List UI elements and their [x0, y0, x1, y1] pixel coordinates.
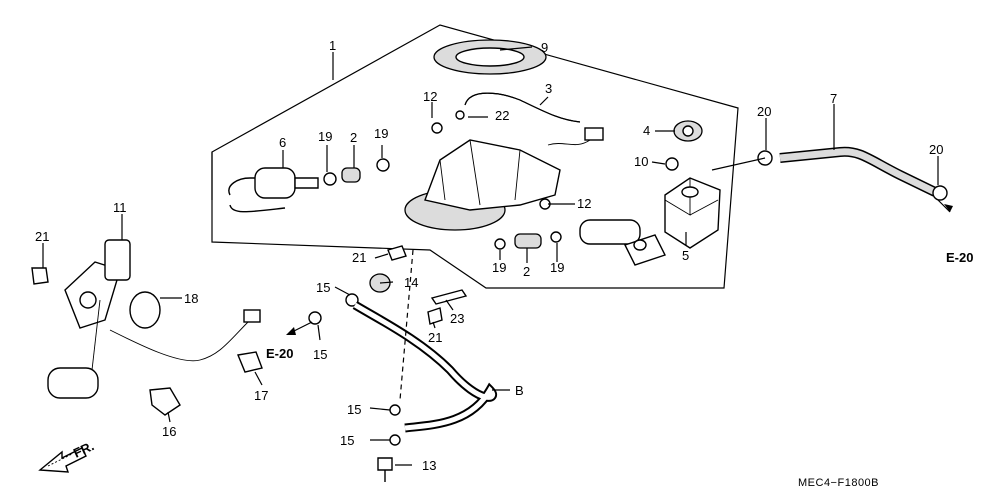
- callout-15: 15: [340, 433, 354, 448]
- callout-12: 12: [577, 196, 591, 211]
- callout-4: 4: [643, 123, 650, 138]
- callout-15: 15: [347, 402, 361, 417]
- joint-hose-part: [494, 231, 562, 250]
- callout-6: 6: [279, 135, 286, 150]
- washer-part: [308, 311, 322, 325]
- washer-part: [345, 293, 359, 307]
- callout-16: 16: [162, 424, 176, 439]
- callout-2: 2: [523, 264, 530, 279]
- callouts: 1 2 2 3 4 5 6 7 9 10 11 12 12 13 14 15 1…: [35, 38, 943, 473]
- callout-18: 18: [184, 291, 198, 306]
- callout-12: 12: [423, 89, 437, 104]
- callout-21: 21: [352, 250, 366, 265]
- callout-14: 14: [404, 275, 418, 290]
- callout-22: 22: [495, 108, 509, 123]
- wire-harness-part: [109, 319, 251, 362]
- bracket-part: [430, 289, 468, 305]
- grommet-part: [237, 351, 263, 373]
- cap-part: [673, 120, 703, 142]
- callout-19: 19: [318, 129, 332, 144]
- clip-part: [427, 307, 443, 325]
- callout-20: 20: [757, 104, 771, 119]
- callout-19: 19: [374, 126, 388, 141]
- washer-part: [389, 434, 401, 446]
- bolt-part: [377, 457, 393, 482]
- svg-text:E-20: E-20: [946, 250, 973, 265]
- callout-11: 11: [113, 200, 127, 215]
- fuel-filter-part: [228, 167, 319, 213]
- o-ring-part: [129, 291, 161, 329]
- callout-15: 15: [313, 347, 327, 362]
- callout-20: 20: [929, 142, 943, 157]
- callout-19: 19: [550, 260, 564, 275]
- fuel-sensor-part: [47, 239, 131, 399]
- callout-19: 19: [492, 260, 506, 275]
- callout-23: 23: [450, 311, 464, 326]
- callout-13: 13: [422, 458, 436, 473]
- diagram-code: MEC4−F1800B: [798, 477, 879, 489]
- clip-part: [455, 110, 465, 120]
- callout-10: 10: [634, 154, 648, 169]
- pump-bracket-part: [664, 177, 721, 249]
- forward-direction-arrow: FR.: [38, 438, 96, 473]
- assembly-outline: [211, 24, 739, 289]
- svg-text:E-20: E-20: [266, 346, 293, 361]
- leader-lines: [42, 46, 939, 466]
- callout-5: 5: [682, 248, 689, 263]
- callout-3: 3: [545, 81, 552, 96]
- callout-15: 15: [316, 280, 330, 295]
- callout-B: B: [515, 383, 524, 398]
- pump-base-part: [404, 127, 604, 231]
- nut-part: [31, 267, 49, 285]
- callout-7: 7: [830, 91, 837, 106]
- reference-e20-right: E-20: [937, 199, 973, 265]
- callout-2: 2: [350, 130, 357, 145]
- clip-part: [387, 245, 407, 261]
- callout-9: 9: [541, 40, 548, 55]
- vent-hose-part: [464, 92, 581, 123]
- fuel-pump-part: [579, 219, 666, 266]
- reference-e20-left: E-20: [266, 321, 313, 361]
- clip-part: [431, 122, 443, 134]
- connector-part: [243, 309, 261, 323]
- callout-1: 1: [329, 38, 336, 53]
- clamp-part: [932, 185, 948, 201]
- gasket-ring-part: [433, 39, 547, 75]
- clamp-part: [665, 157, 679, 171]
- forward-label: FR.: [71, 438, 96, 460]
- callout-21: 21: [428, 330, 442, 345]
- callout-17: 17: [254, 388, 268, 403]
- joint-hose-part: [323, 158, 390, 186]
- clip-part: [149, 387, 181, 416]
- callout-21: 21: [35, 229, 49, 244]
- washer-part: [389, 404, 401, 416]
